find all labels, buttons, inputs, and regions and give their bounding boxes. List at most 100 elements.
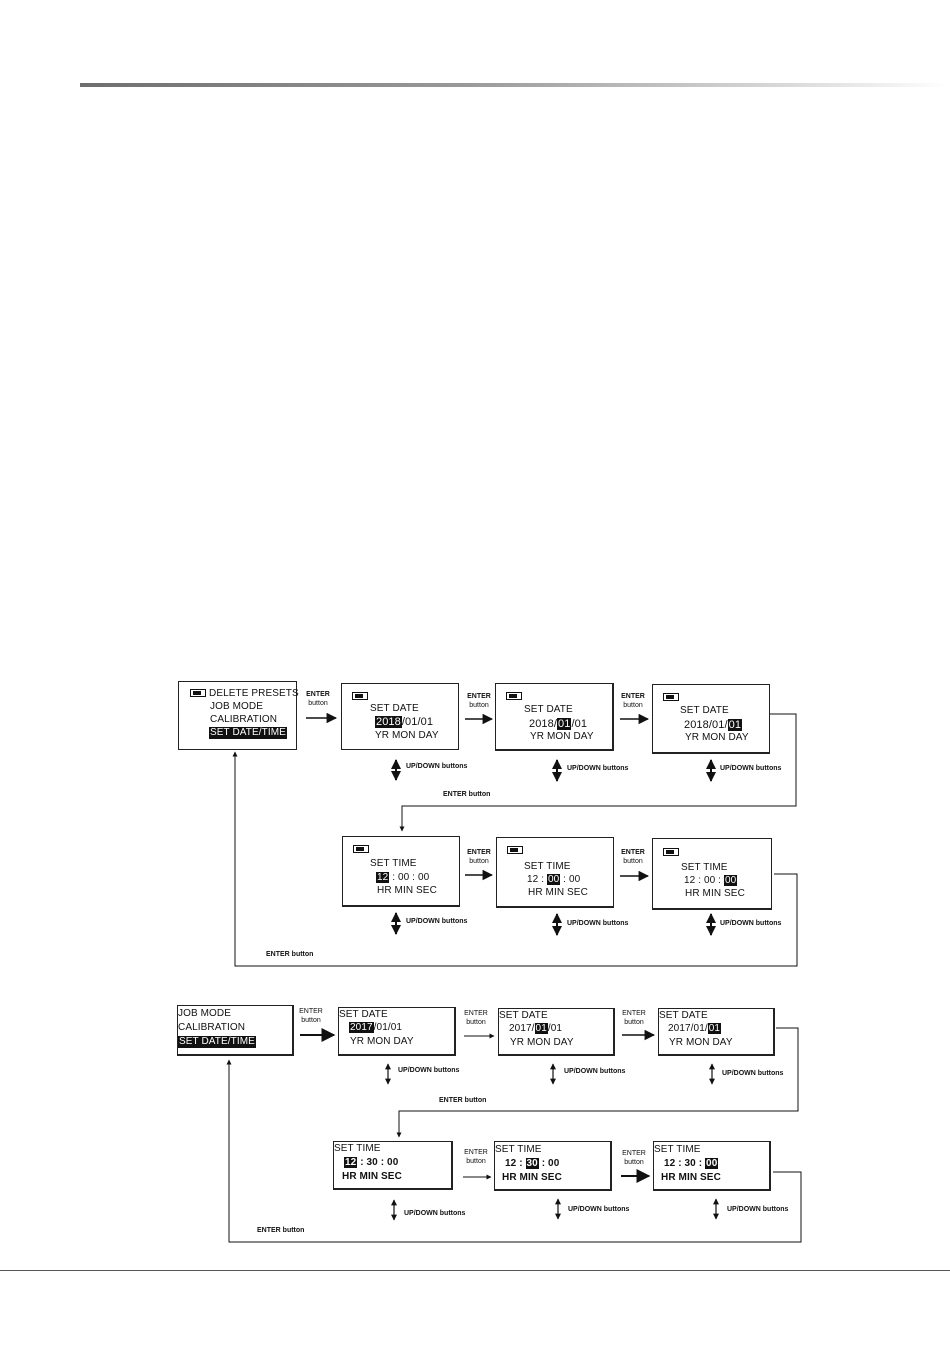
header-rule xyxy=(80,83,950,87)
menu-item: JOB MODE xyxy=(178,1008,232,1019)
updown-label: UP/DOWN buttons xyxy=(727,1206,789,1213)
menu-item: CALIBRATION xyxy=(210,714,278,725)
date-units: YR MON DAY xyxy=(510,1037,574,1048)
month-field: 01 xyxy=(557,718,572,730)
time-value: 12 : 30 : 00 xyxy=(505,1158,560,1169)
month-field: 01 xyxy=(534,1023,548,1034)
second-field: 00 xyxy=(548,1158,560,1169)
set-date-screen: SET DATE 2018/01/01 YR MON DAY xyxy=(495,683,614,751)
updown-label: UP/DOWN buttons xyxy=(406,918,468,925)
screen-title: SET TIME xyxy=(524,861,571,872)
time-units: HR MIN SEC xyxy=(342,1171,402,1182)
screen-title: SET DATE xyxy=(370,703,419,714)
set-date-screen: SET DATE 2017/01/01 YR MON DAY xyxy=(498,1008,615,1056)
battery-icon xyxy=(663,693,679,701)
updown-label: UP/DOWN buttons xyxy=(720,765,782,772)
minute-field: 30 xyxy=(684,1158,696,1169)
time-value: 12 : 00 : 00 xyxy=(527,874,581,885)
updown-label: UP/DOWN buttons xyxy=(404,1210,466,1217)
screen-title: SET DATE xyxy=(524,704,573,715)
time-value: 12 : 00 : 00 xyxy=(684,875,738,886)
battery-icon xyxy=(353,845,369,853)
year-field: 2018 xyxy=(684,719,709,731)
enter-button-label: ENTER button xyxy=(439,1097,487,1104)
date-units: YR MON DAY xyxy=(685,732,749,743)
date-units: YR MON DAY xyxy=(375,730,439,741)
time-value: 12 : 30 : 00 xyxy=(664,1158,719,1169)
year-field: 2017 xyxy=(349,1022,374,1033)
footer-rule xyxy=(0,1270,950,1271)
battery-icon xyxy=(190,689,206,697)
date-units: YR MON DAY xyxy=(669,1037,733,1048)
updown-label: UP/DOWN buttons xyxy=(564,1068,626,1075)
hour-field: 12 xyxy=(664,1158,676,1169)
day-field: 01 xyxy=(574,718,588,730)
time-units: HR MIN SEC xyxy=(528,887,588,898)
updown-label: UP/DOWN buttons xyxy=(722,1070,784,1077)
minute-field: 30 xyxy=(366,1157,378,1168)
screen-title: SET DATE xyxy=(659,1010,708,1021)
set-time-screen: SET TIME 12 : 30 : 00 HR MIN SEC xyxy=(653,1141,771,1191)
screen-title: SET TIME xyxy=(334,1143,381,1154)
hour-field: 12 xyxy=(527,874,539,885)
date-value: 2017/01/01 xyxy=(668,1023,722,1034)
day-field: 01 xyxy=(390,1022,403,1033)
updown-label: UP/DOWN buttons xyxy=(567,920,629,927)
hour-field: 12 xyxy=(684,875,696,886)
second-field: 00 xyxy=(387,1157,399,1168)
set-time-screen: SET TIME 12 : 00 : 00 HR MIN SEC xyxy=(496,837,614,908)
menu-screen: JOB MODE CALIBRATION SET DATE/TIME xyxy=(177,1005,294,1056)
loop-line xyxy=(399,713,797,832)
date-value: 2017/01/01 xyxy=(349,1022,403,1033)
updown-label: UP/DOWN buttons xyxy=(568,1206,630,1213)
battery-icon xyxy=(506,692,522,700)
menu-item-selected: SET DATE/TIME xyxy=(178,1036,256,1048)
menu-item-selected: SET DATE/TIME xyxy=(209,727,287,739)
minute-field: 00 xyxy=(703,875,716,886)
year-field: 2017 xyxy=(509,1023,532,1034)
menu-item: JOB MODE xyxy=(210,701,264,712)
menu-item: DELETE PRESETS xyxy=(209,688,299,699)
battery-icon xyxy=(507,846,523,854)
date-value: 2018/01/01 xyxy=(684,719,743,731)
day-field: 01 xyxy=(550,1023,563,1034)
set-time-screen: SET TIME 12 : 00 : 00 HR MIN SEC xyxy=(652,838,772,910)
updown-label: UP/DOWN buttons xyxy=(406,763,468,770)
set-date-screen: SET DATE 2018/01/01 YR MON DAY xyxy=(652,684,770,754)
return-line xyxy=(226,1059,802,1243)
second-field: 00 xyxy=(723,875,738,886)
set-time-screen: SET TIME 12 : 30 : 00 HR MIN SEC xyxy=(333,1141,453,1190)
enter-button-label: ENTER button xyxy=(443,791,491,798)
month-field: 01 xyxy=(376,1022,388,1033)
day-field: 01 xyxy=(420,716,434,728)
day-field: 01 xyxy=(727,719,743,731)
month-field: 01 xyxy=(405,716,418,728)
updown-label: UP/DOWN buttons xyxy=(567,765,629,772)
set-date-screen: SET DATE 2017/01/01 YR MON DAY xyxy=(338,1007,456,1056)
time-units: HR MIN SEC xyxy=(661,1172,721,1183)
time-value: 12 : 30 : 00 xyxy=(344,1157,399,1168)
day-field: 01 xyxy=(707,1023,722,1034)
set-time-screen: SET TIME 12 : 00 : 00 HR MIN SEC xyxy=(342,836,460,907)
second-field: 00 xyxy=(705,1158,719,1169)
year-field: 2017 xyxy=(668,1023,691,1034)
enter-button-label: ENTER button xyxy=(266,951,314,958)
time-value: 12 : 00 : 00 xyxy=(376,872,430,883)
date-value: 2018/01/01 xyxy=(375,716,434,728)
minute-field: 30 xyxy=(525,1158,539,1169)
enter-button-label: ENTER button xyxy=(257,1227,305,1234)
year-field: 2018 xyxy=(375,716,402,728)
time-units: HR MIN SEC xyxy=(685,888,745,899)
menu-screen: DELETE PRESETS JOB MODE CALIBRATION SET … xyxy=(178,681,299,750)
loop-line xyxy=(396,1027,799,1138)
second-field: 00 xyxy=(417,872,430,883)
set-date-screen: SET DATE 2018/01/01 YR MON DAY xyxy=(341,683,459,750)
